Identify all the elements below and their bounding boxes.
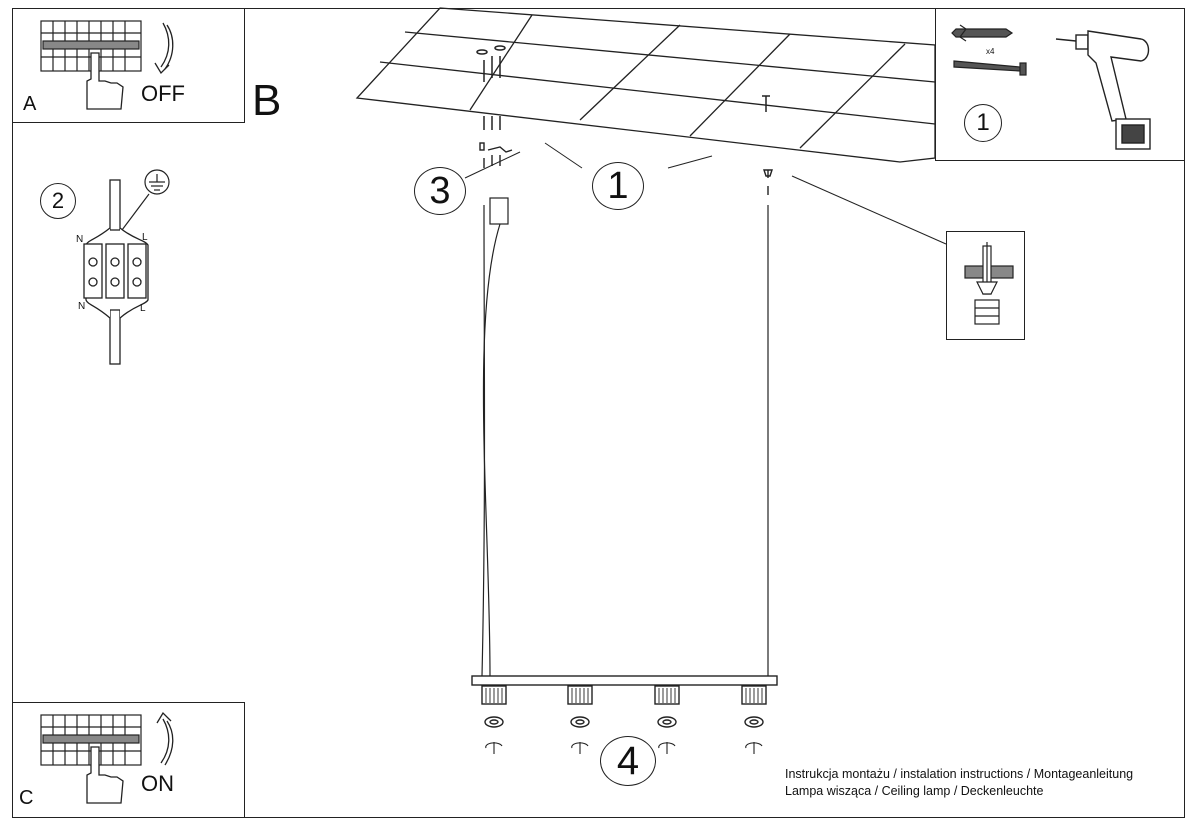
caption-line-2: Lampa wisząca / Ceiling lamp / Deckenleu… bbox=[785, 784, 1044, 798]
breaker-panel-icon bbox=[40, 20, 174, 110]
step-2-number: 2 bbox=[51, 188, 65, 213]
wire-l-bottom: L bbox=[140, 303, 146, 314]
hand-icon bbox=[86, 746, 124, 804]
bulb-step-marker: 4 bbox=[600, 736, 656, 786]
ceiling-step-marker: 1 bbox=[592, 162, 644, 210]
panel-c: C ON bbox=[12, 702, 245, 818]
canopy-step-marker: 3 bbox=[414, 167, 466, 215]
off-label: OFF bbox=[141, 81, 185, 106]
canopy-step-number: 3 bbox=[429, 169, 451, 212]
tools-step-number: 1 bbox=[976, 109, 990, 136]
caption: Instrukcja montażu / instalation instruc… bbox=[785, 766, 1133, 800]
bulb-step-number: 4 bbox=[616, 738, 640, 783]
quantity-label: x4 bbox=[986, 47, 995, 56]
wire-n-top: N bbox=[76, 234, 84, 245]
wire-n-bottom: N bbox=[78, 301, 86, 312]
wire-l-top: L bbox=[142, 232, 148, 243]
instruction-sheet bbox=[12, 8, 1185, 818]
hand-icon bbox=[86, 52, 124, 110]
step-2-marker: 2 bbox=[40, 183, 76, 219]
drill-icon bbox=[1055, 30, 1151, 150]
rotate-arrow-icon bbox=[154, 22, 174, 75]
ceiling-grid bbox=[355, 7, 936, 163]
rotate-arrow-icon bbox=[156, 711, 174, 766]
tools-panel: x4 1 bbox=[935, 8, 1185, 161]
rotate-arrow-icon bbox=[485, 742, 763, 754]
ceiling-screws bbox=[476, 45, 770, 130]
ceiling-step-number: 1 bbox=[607, 164, 629, 207]
breaker-panel-icon bbox=[40, 711, 174, 804]
suspension-cables bbox=[481, 197, 769, 677]
anchor-detail-icon bbox=[964, 242, 1014, 325]
light-bar bbox=[471, 675, 778, 754]
wall-plug-icon bbox=[951, 24, 1014, 42]
screw-icon bbox=[953, 60, 1027, 76]
panel-a-letter: A bbox=[23, 93, 37, 115]
panel-b-letter: B bbox=[252, 76, 282, 125]
bulb-socket-icon bbox=[481, 685, 767, 705]
canopy-parts bbox=[479, 142, 773, 195]
anchor-detail-panel bbox=[946, 231, 1025, 340]
caption-line-1: Instrukcja montażu / instalation instruc… bbox=[785, 767, 1134, 781]
tools-step-marker: 1 bbox=[964, 104, 1002, 142]
panel-c-letter: C bbox=[19, 787, 34, 809]
on-label: ON bbox=[141, 771, 174, 796]
panel-a: A OFF bbox=[12, 8, 245, 123]
